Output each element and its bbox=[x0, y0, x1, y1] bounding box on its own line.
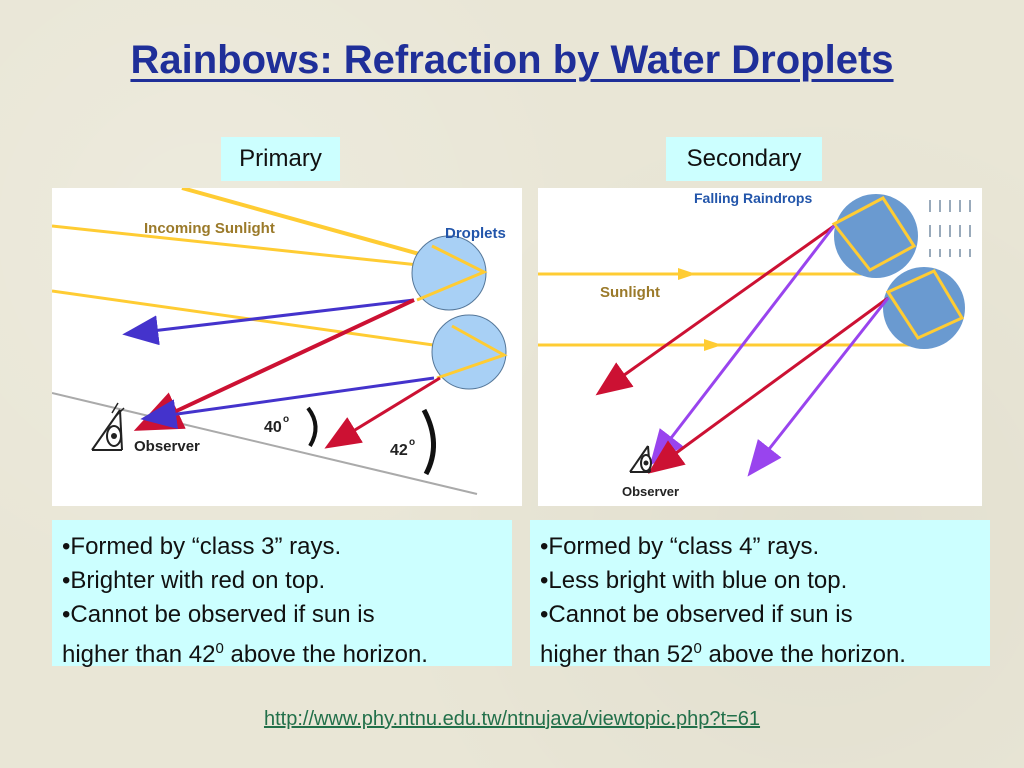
violet-ray bbox=[649, 225, 836, 466]
primary-diagram-svg: Incoming Sunlight Droplets Observer 40 o… bbox=[52, 188, 508, 495]
droplet bbox=[411, 235, 487, 311]
angle-42-degree: o bbox=[409, 437, 415, 448]
observer-label: Observer bbox=[622, 484, 679, 499]
blue-ray bbox=[140, 376, 435, 430]
red-ray bbox=[595, 224, 835, 396]
angle-40-degree: o bbox=[283, 414, 289, 425]
bullet-item: •Cannot be observed if sun is bbox=[62, 601, 375, 628]
internal-ray bbox=[416, 244, 488, 302]
secondary-bullets: •Formed by “class 4” rays. •Less bright … bbox=[530, 520, 990, 668]
bullet-text: above the horizon. bbox=[223, 641, 428, 668]
sun-ray bbox=[52, 224, 485, 274]
sun-arrow bbox=[704, 339, 722, 351]
internal-ray bbox=[831, 196, 917, 272]
internal-ray bbox=[885, 269, 965, 340]
angle-40-label: 40 bbox=[264, 419, 282, 436]
sunlight-label: Sunlight bbox=[600, 284, 660, 301]
bullet-text: above the horizon. bbox=[701, 641, 906, 668]
superscript: 0 bbox=[215, 640, 224, 657]
droplet bbox=[431, 314, 507, 390]
raindrop bbox=[834, 194, 918, 278]
bullet-item: •Cannot be observed if sun is bbox=[540, 601, 853, 628]
angle-42-label: 42 bbox=[390, 442, 408, 459]
primary-bullets: •Formed by “class 3” rays. •Brighter wit… bbox=[52, 520, 512, 668]
incoming-sunlight-label: Incoming Sunlight bbox=[144, 220, 275, 237]
superscript: 0 bbox=[693, 640, 702, 657]
primary-diagram: Incoming Sunlight Droplets Observer 40 o… bbox=[52, 188, 522, 506]
observer-label: Observer bbox=[134, 438, 200, 455]
internal-ray bbox=[436, 324, 508, 380]
primary-label: Primary bbox=[221, 137, 340, 181]
violet-ray bbox=[747, 297, 890, 477]
falling-raindrops-label: Falling Raindrops bbox=[694, 190, 812, 206]
bullet-item: •Brighter with red on top. bbox=[62, 567, 326, 594]
bullet-text: higher than 52 bbox=[540, 641, 694, 668]
bullet-item: higher than 420 above the horizon. bbox=[62, 632, 502, 672]
blue-ray bbox=[122, 298, 415, 346]
sun-ray bbox=[52, 289, 505, 357]
bullet-text: higher than 42 bbox=[62, 641, 216, 668]
rain-streaks bbox=[929, 200, 971, 257]
source-link[interactable]: http://www.phy.ntnu.edu.tw/ntnujava/view… bbox=[263, 708, 761, 730]
slide-title: Rainbows: Refraction by Water Droplets bbox=[130, 38, 894, 82]
red-ray bbox=[324, 376, 441, 449]
red-ray bbox=[133, 298, 415, 431]
bullet-item: •Less bright with blue on top. bbox=[540, 567, 848, 594]
secondary-diagram: Falling Raindrops Sunlight Observer bbox=[538, 188, 982, 506]
secondary-diagram-svg: Falling Raindrops Sunlight Observer bbox=[538, 190, 971, 499]
angle-arc-42 bbox=[421, 408, 437, 476]
droplets-label: Droplets bbox=[445, 225, 506, 242]
bullet-item: higher than 520 above the horizon. bbox=[540, 632, 980, 672]
bullet-item: •Formed by “class 4” rays. bbox=[540, 533, 820, 560]
bullet-item: •Formed by “class 3” rays. bbox=[62, 533, 342, 560]
red-ray bbox=[647, 296, 889, 474]
observer-icon bbox=[629, 445, 652, 473]
secondary-label: Secondary bbox=[666, 137, 822, 181]
observer-icon bbox=[91, 402, 125, 451]
angle-arc-40 bbox=[306, 406, 318, 448]
sun-arrow bbox=[678, 268, 696, 280]
